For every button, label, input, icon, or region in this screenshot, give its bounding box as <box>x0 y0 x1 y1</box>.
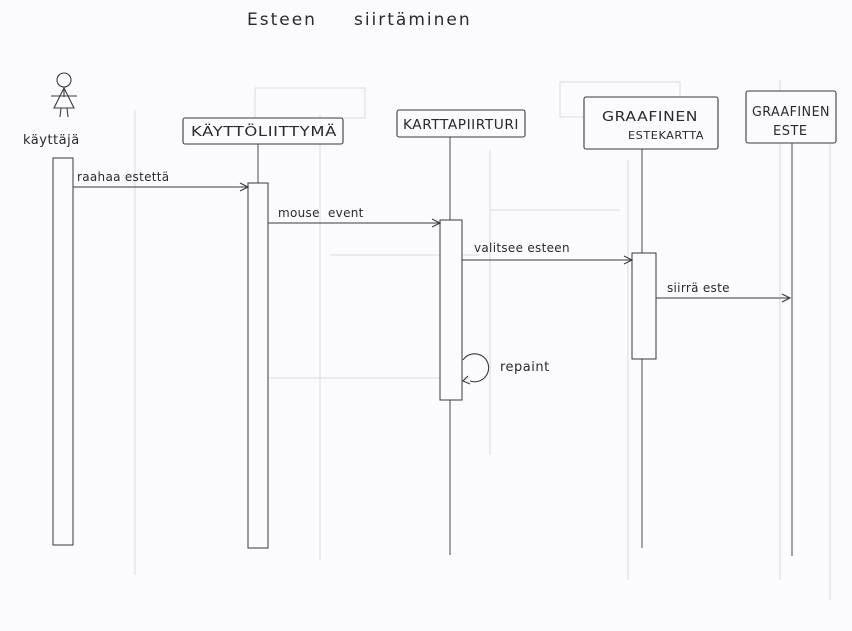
diagram-title: Esteen siirtäminen <box>247 10 472 30</box>
message-repaint-loop <box>462 353 490 385</box>
message-valitsee-esteen <box>462 255 634 265</box>
message-label-repaint: repaint <box>500 360 550 375</box>
actor-figure <box>51 72 77 118</box>
participant-label-kayttoliittyma: KÄYTTÖLIITTYMÄ <box>191 123 337 140</box>
participant-label-karttapiirturi: KARTTAPIIRTURI <box>403 118 519 133</box>
message-mouse-event <box>268 218 442 228</box>
participant-label-graafinen-estekartta-2: ESTEKARTTA <box>628 129 704 142</box>
message-siirra-este <box>656 293 792 303</box>
paper-show-through <box>134 80 831 600</box>
message-raahaa-estetta <box>73 182 250 192</box>
participant-box-kayttoliittyma <box>182 117 344 145</box>
activation-karttapiirturi <box>439 219 463 401</box>
participant-box-karttapiirturi <box>396 109 526 138</box>
activation-kayttoliittyma <box>247 182 269 549</box>
message-label-raahaa-estetta: raahaa estettä <box>77 170 169 184</box>
actor-label: käyttäjä <box>23 133 80 148</box>
message-label-siirra-este: siirrä este <box>667 281 730 295</box>
message-label-valitsee-esteen: valitsee esteen <box>474 241 570 255</box>
activation-kayttaja <box>52 157 74 546</box>
message-label-mouse-event: mouse event <box>278 206 364 220</box>
participant-label-graafinen-este-2: ESTE <box>773 124 808 139</box>
participant-box-graafinen-estekartta <box>583 96 719 150</box>
participant-label-graafinen-estekartta-1: GRAAFINEN <box>602 110 698 125</box>
activation-graafinen-estekartta <box>631 252 657 360</box>
participant-label-graafinen-este-1: GRAAFINEN <box>752 105 830 120</box>
participant-box-graafinen-este <box>745 90 837 144</box>
